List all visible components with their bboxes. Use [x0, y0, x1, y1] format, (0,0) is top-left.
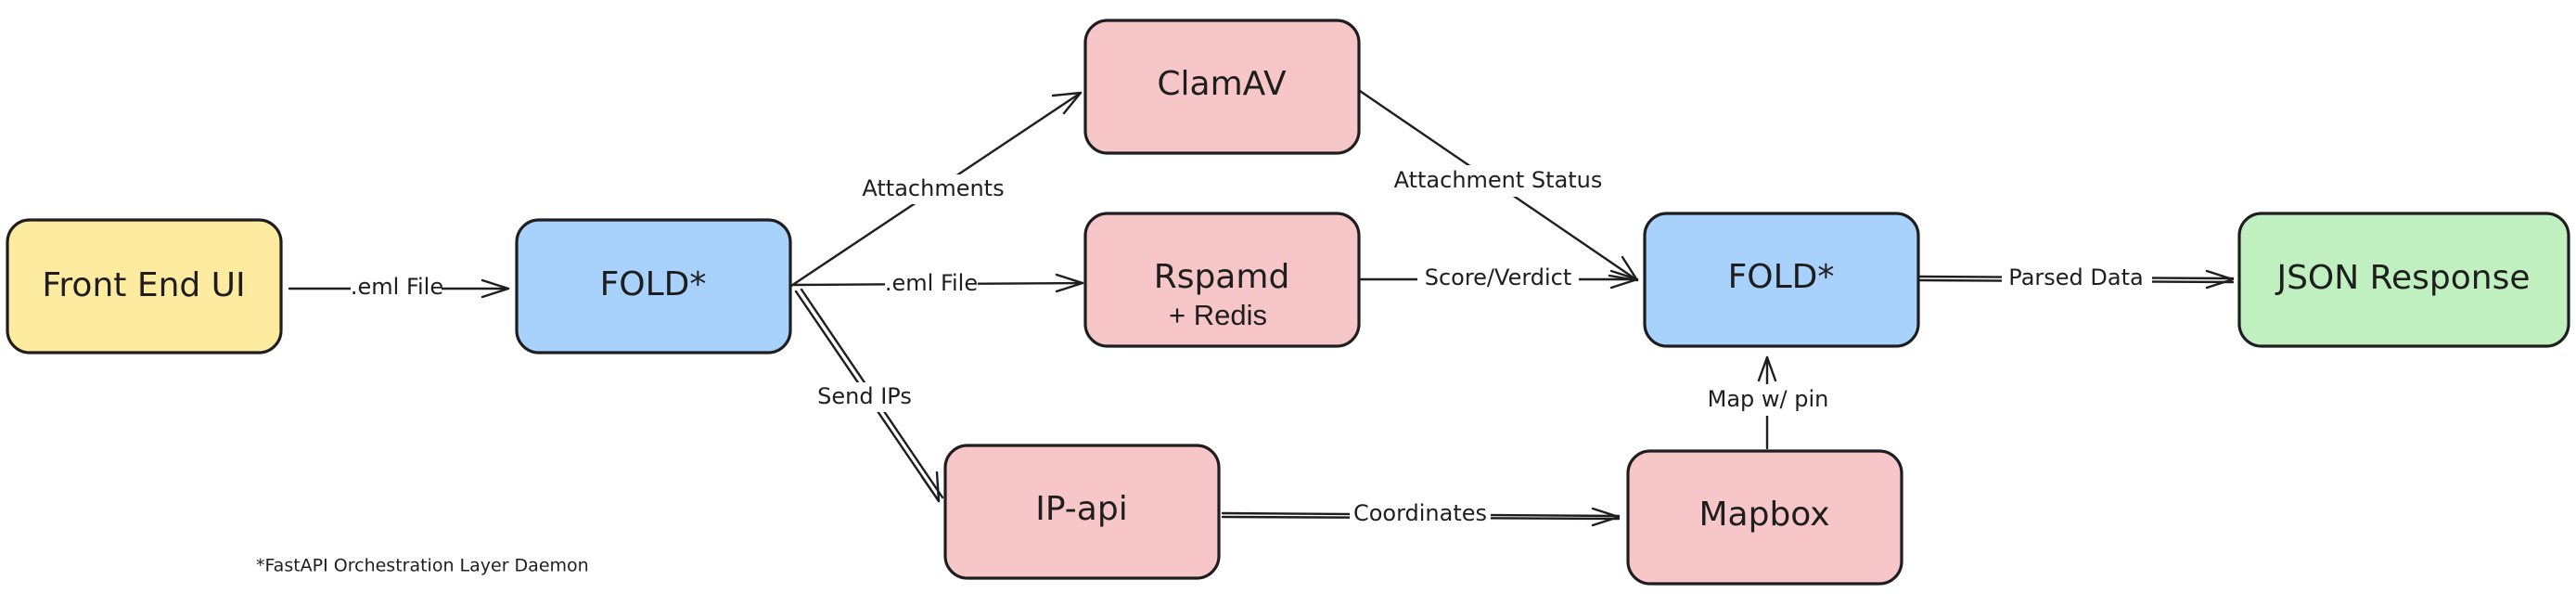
node-title-mapbox: Mapbox: [1698, 496, 1829, 534]
edge-label-foldout-json: Parsed Data: [2008, 264, 2143, 290]
edge-label-fold-clamav: Attachments: [862, 175, 1004, 201]
nodes: Front End UI FOLD* ClamAV Rspamd + Redis…: [6, 19, 2570, 586]
node-mapbox: Mapbox: [1626, 449, 1903, 586]
edge-mapbox-to-foldout: Map w/ pin: [1699, 355, 1837, 450]
edge-label-frontend-fold: .eml File: [351, 274, 443, 300]
edge-frontend-to-fold: .eml File: [288, 274, 510, 303]
edge-fold-to-clamav: Attachments: [789, 91, 1083, 288]
edge-label-ipapi-mapbox: Coordinates: [1353, 500, 1487, 526]
edge-label-clamav-foldout: Attachment Status: [1394, 167, 1603, 193]
node-title-json-response: JSON Response: [2275, 259, 2530, 297]
node-fold-input: FOLD*: [515, 218, 792, 355]
node-json-response: JSON Response: [2237, 212, 2570, 348]
edge-ipapi-to-mapbox: Coordinates: [1221, 499, 1621, 529]
node-title-fold-output: FOLD*: [1728, 258, 1835, 296]
edge-fold-to-ipapi: Send IPs: [794, 288, 944, 503]
node-fold-output: FOLD*: [1643, 212, 1920, 348]
footnote: *FastAPI Orchestration Layer Daemon: [256, 556, 589, 576]
edge-label-fold-ipapi: Send IPs: [817, 383, 912, 409]
edge-label-rspamd-foldout: Score/Verdict: [1425, 264, 1572, 290]
node-title-front-end-ui: Front End UI: [42, 266, 245, 304]
node-ip-api: IP-api: [943, 444, 1221, 580]
edge-foldout-to-json: Parsed Data: [1918, 264, 2235, 293]
node-title-clamav: ClamAV: [1157, 65, 1287, 103]
edge-clamav-to-foldout: Attachment Status: [1358, 89, 1639, 282]
edge-fold-to-rspamd: .eml File: [792, 269, 1084, 299]
edge-label-mapbox-foldout: Map w/ pin: [1708, 386, 1829, 412]
node-front-end-ui: Front End UI: [6, 218, 283, 355]
node-clamav: ClamAV: [1083, 19, 1361, 155]
node-title-ip-api: IP-api: [1035, 490, 1127, 528]
node-subtitle-rspamd: + Redis: [1169, 299, 1267, 331]
edge-label-fold-rspamd: .eml File: [885, 270, 978, 296]
node-title-fold-input: FOLD*: [600, 265, 707, 303]
edge-rspamd-to-foldout: Score/Verdict: [1358, 264, 1639, 293]
edges: .eml File Attachments .eml File: [288, 89, 2235, 529]
node-rspamd: Rspamd + Redis: [1083, 212, 1361, 348]
node-title-rspamd: Rspamd: [1154, 258, 1290, 296]
